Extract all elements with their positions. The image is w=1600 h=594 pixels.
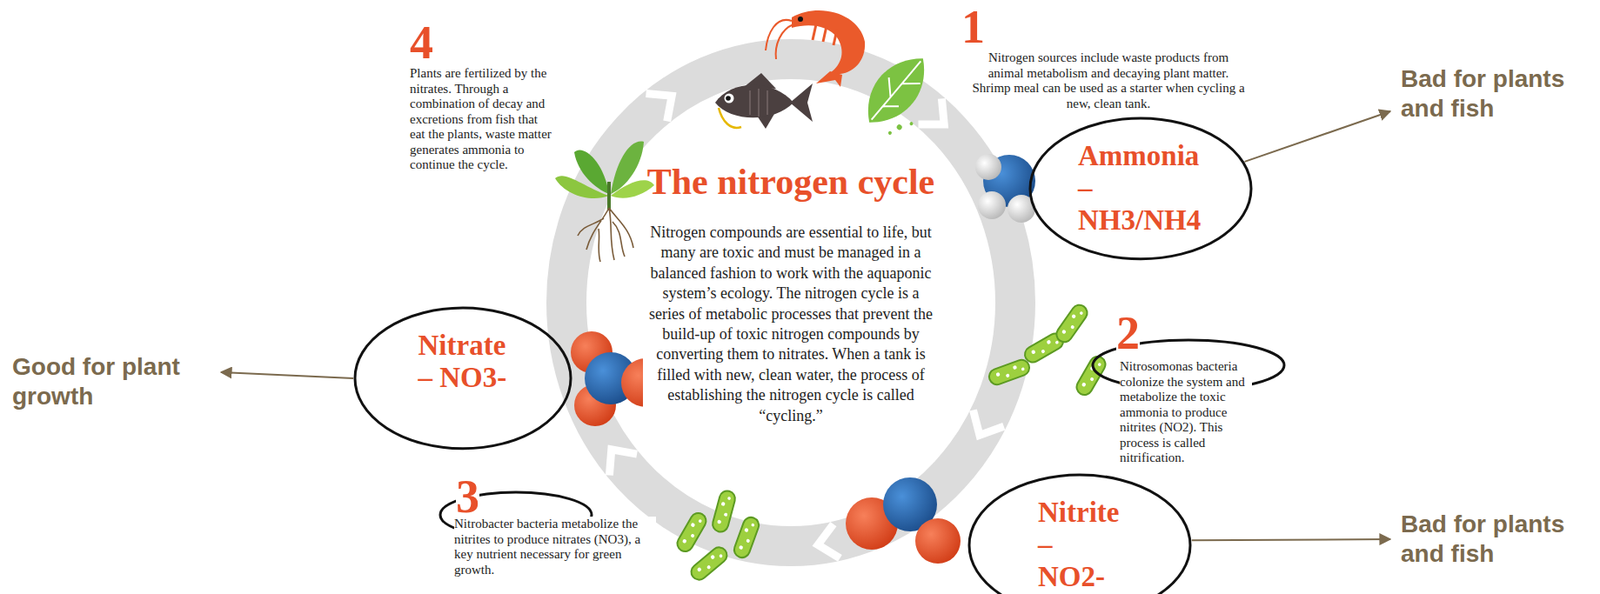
ring-chevron: [918, 98, 945, 125]
ellipse-border: [354, 307, 571, 449]
compound-ellipse: Ammonia – NH3/NH4: [1028, 116, 1253, 262]
compound-name: Nitrate – NO3-: [418, 329, 509, 395]
compound-name: Nitrite – NO2-: [1037, 496, 1122, 594]
fish-icon: [715, 73, 813, 129]
compound-ellipse: Nitrite – NO2-: [967, 473, 1192, 594]
nitrobacter-bacteria: [674, 488, 761, 583]
intro-text: Nitrogen compounds are essential to life…: [642, 222, 939, 427]
compound-name: Ammonia – NH3/NH4: [1077, 140, 1204, 237]
ring-chevron: [646, 93, 673, 122]
step-number: 1: [961, 3, 985, 51]
leader-arrow: [1191, 539, 1391, 541]
step-number: 4: [409, 19, 434, 67]
step-text: Nitrosomonas bacteria colonize the syste…: [1119, 359, 1252, 467]
nitrosomonas-bacteria: [986, 301, 1108, 398]
nitrite-molecule: [845, 477, 961, 564]
annotation-text: Bad for plants and fish: [1400, 64, 1594, 123]
diagram-title: The nitrogen cycle: [573, 161, 1009, 202]
step-text: Nitrobacter bacteria metabolize the nitr…: [454, 516, 657, 578]
ellipse-outline: [1028, 116, 1253, 262]
ring-chevron: [973, 410, 1005, 436]
step-text: Plants are fertilized by the nitrates. T…: [409, 66, 555, 174]
compound-ellipse: Nitrate – NO3-: [353, 306, 573, 451]
ring-chevron: [609, 449, 637, 476]
step-number: 2: [1116, 309, 1140, 357]
ellipse-border: [1030, 118, 1252, 260]
annotation-text: Good for plant growth: [12, 352, 215, 411]
plant-icon: [555, 141, 655, 262]
step-text: Nitrogen sources include waste products …: [970, 50, 1247, 112]
ring-chevron: [817, 524, 840, 559]
leaf-icon: [853, 45, 951, 146]
step-number: 3: [455, 473, 480, 521]
leader-arrow: [1245, 111, 1391, 162]
leader-arrow: [220, 372, 354, 379]
shrimp-icon: [765, 10, 865, 88]
annotation-text: Bad for plants and fish: [1400, 509, 1594, 569]
ammonia-molecule: [975, 153, 1036, 223]
cycle-ring: [566, 59, 1016, 547]
ellipse-border: [969, 475, 1191, 594]
